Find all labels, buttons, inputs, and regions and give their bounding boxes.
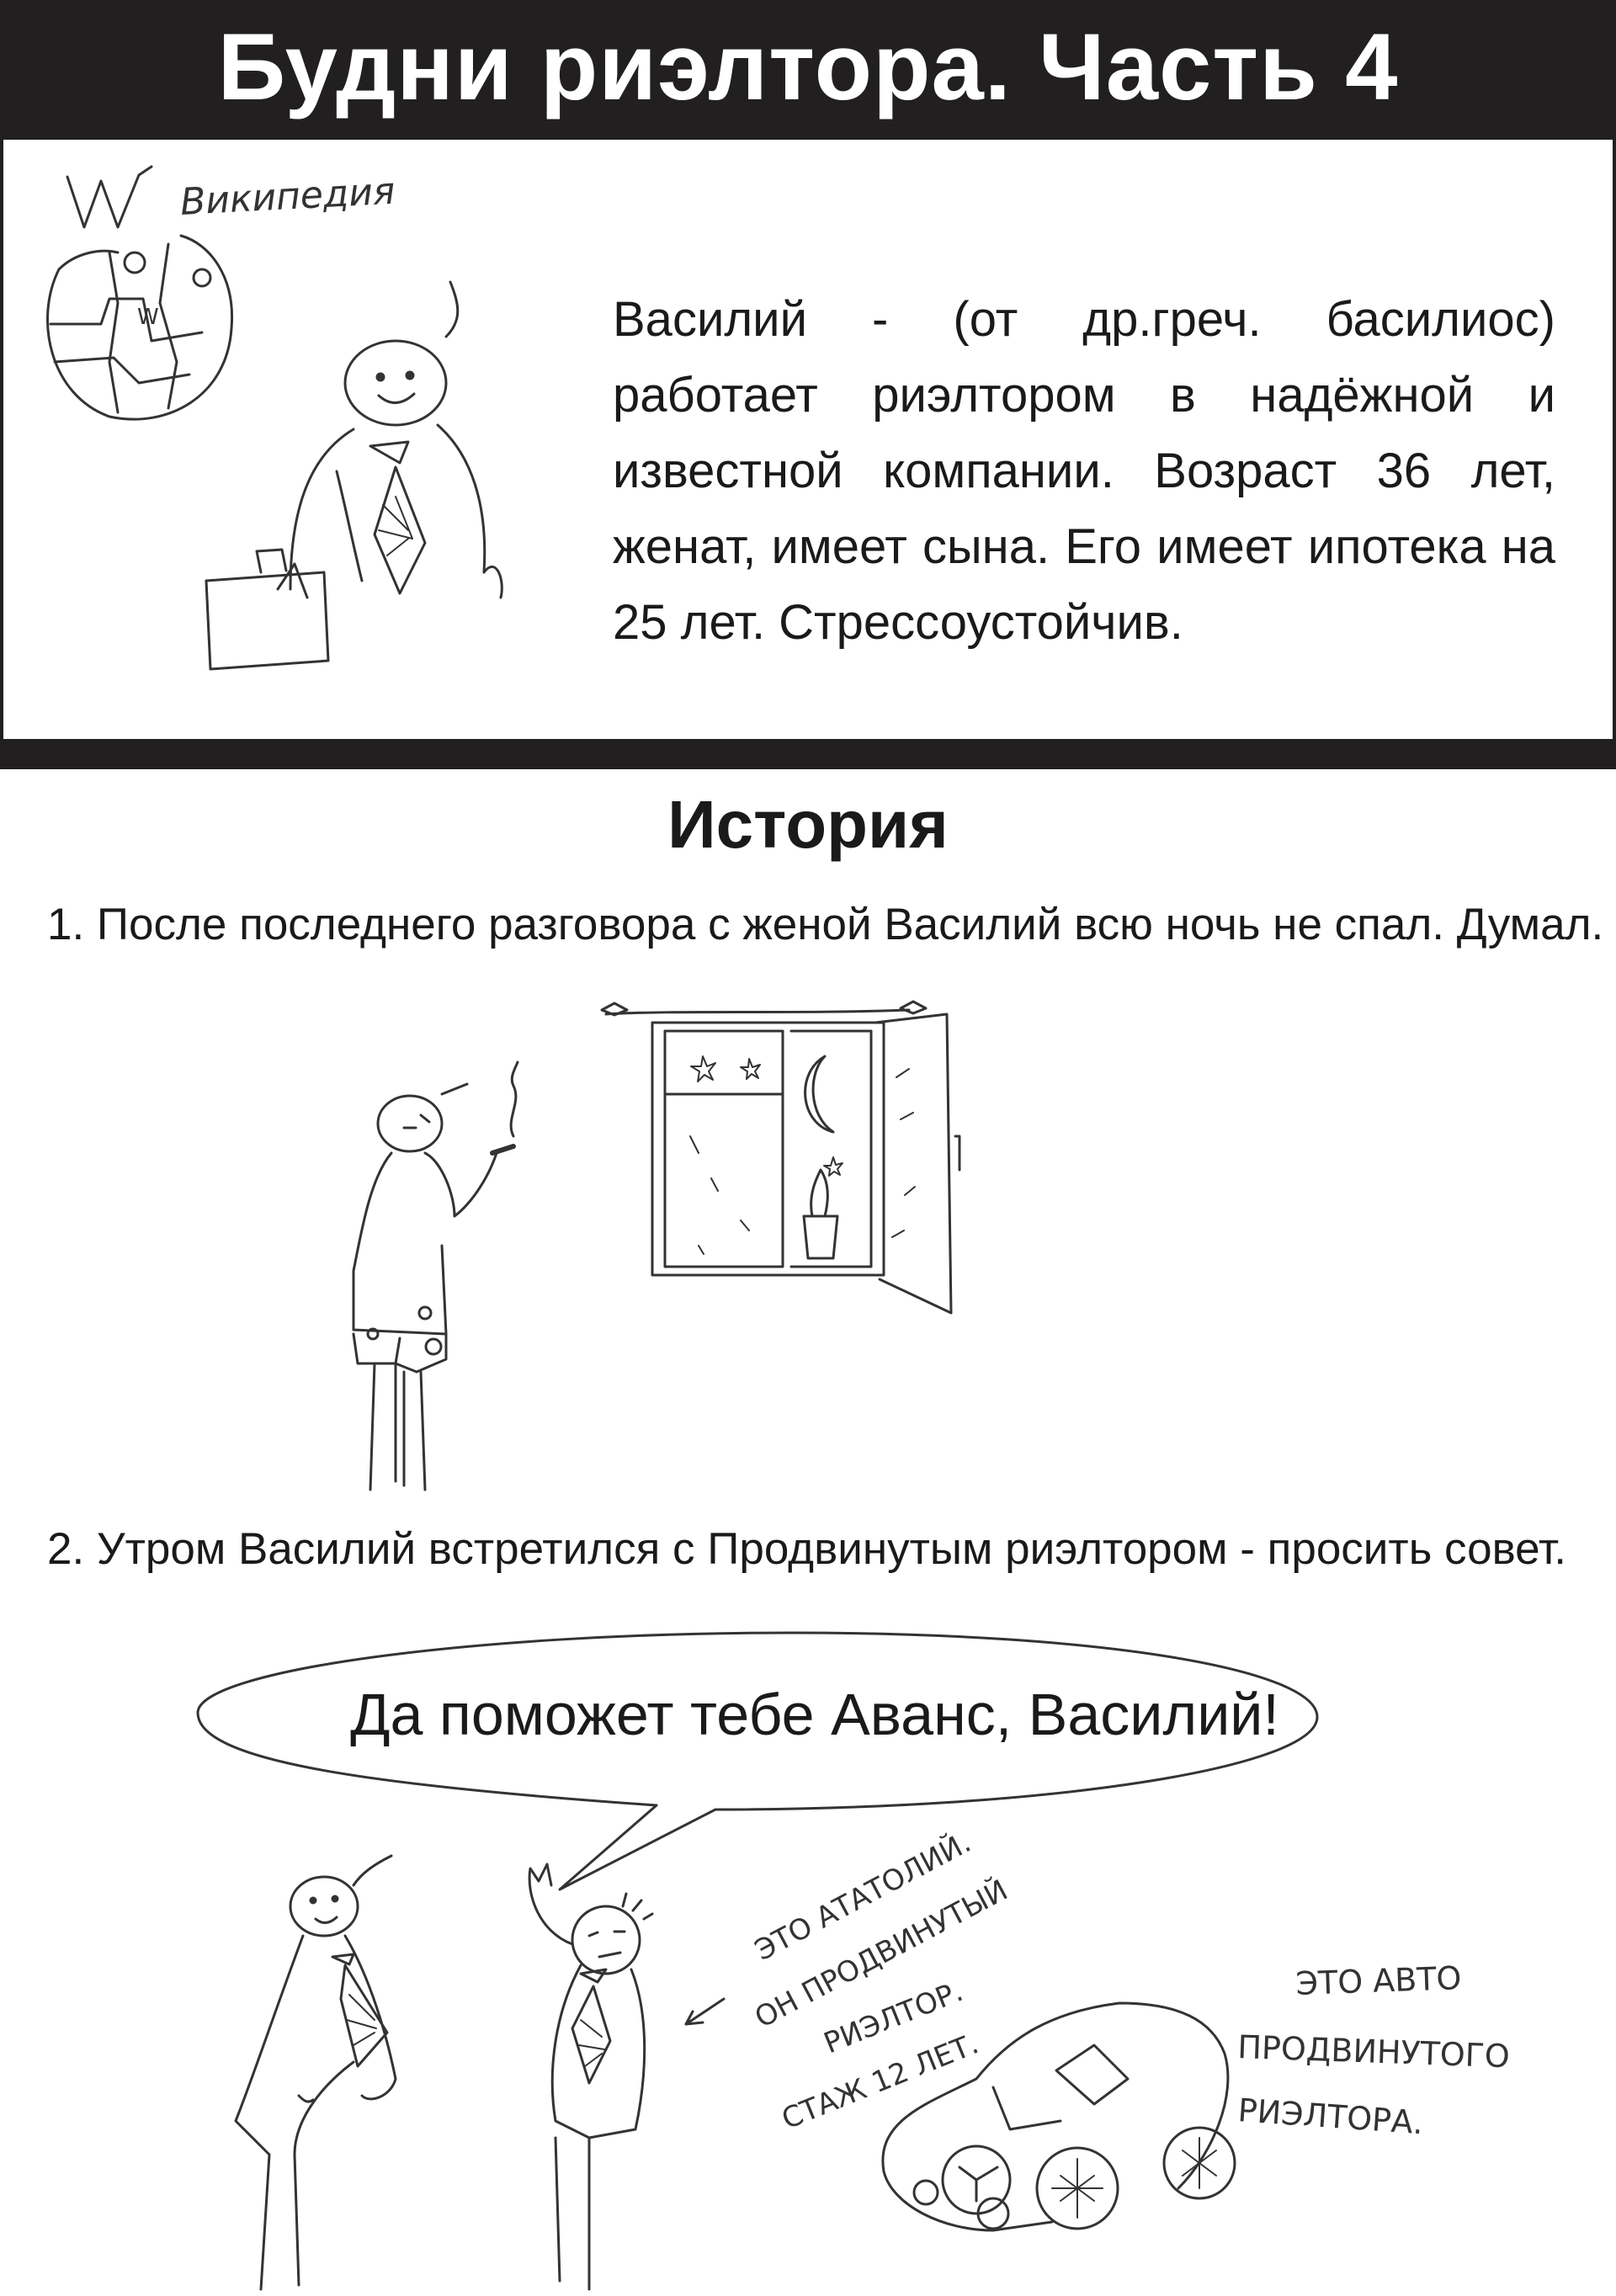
car-drawing <box>881 2001 1236 2232</box>
car-note: ЭТО АВТО ПРОДВИНУТОГО РИЭЛТОРА. <box>1236 1959 1510 2141</box>
anatoly-note-line: СТАЖ 12 ЛЕТ. <box>777 2027 983 2136</box>
header-bar <box>0 0 1616 140</box>
character-bio: Василий - (от др.греч. басилиос) работае… <box>613 292 1555 650</box>
speech-bubble-text: Да поможет тебе Аванс, Василий! <box>350 1682 1279 1747</box>
wikipedia-globe-icon <box>46 165 234 421</box>
car-note-line: РИЭЛТОРА. <box>1236 2091 1424 2141</box>
story-step-2: 2. Утром Василий встретился с Продвинуты… <box>47 1524 1567 1574</box>
wiki-logo-letter: W <box>137 305 159 330</box>
speech-bubble <box>196 1631 1319 1891</box>
wiki-label: Википедия <box>179 170 396 224</box>
vasily-figure-morning <box>234 1854 397 2291</box>
anatoly-figure <box>528 1863 726 2291</box>
history-heading: История <box>667 787 949 862</box>
car-note-line: ПРОДВИНУТОГО <box>1237 2028 1511 2075</box>
page-title: Будни риэлтора. Часть 4 <box>217 14 1399 120</box>
smoking-man-figure <box>352 1060 519 1491</box>
night-window <box>600 1000 961 1315</box>
anatoly-note: ЭТО АТАТОЛИЙ. ОН ПРОДВИНУТЫЙ РИЭЛТОР. СТ… <box>749 1825 1013 2136</box>
vasily-figure <box>205 280 503 671</box>
frame-border-right <box>1613 140 1616 739</box>
car-note-line: ЭТО АВТО <box>1295 1959 1462 2002</box>
frame-border-left <box>0 140 3 739</box>
section-divider <box>0 739 1616 769</box>
story-step-1: 1. После последнего разговора с женой Ва… <box>47 900 1604 949</box>
